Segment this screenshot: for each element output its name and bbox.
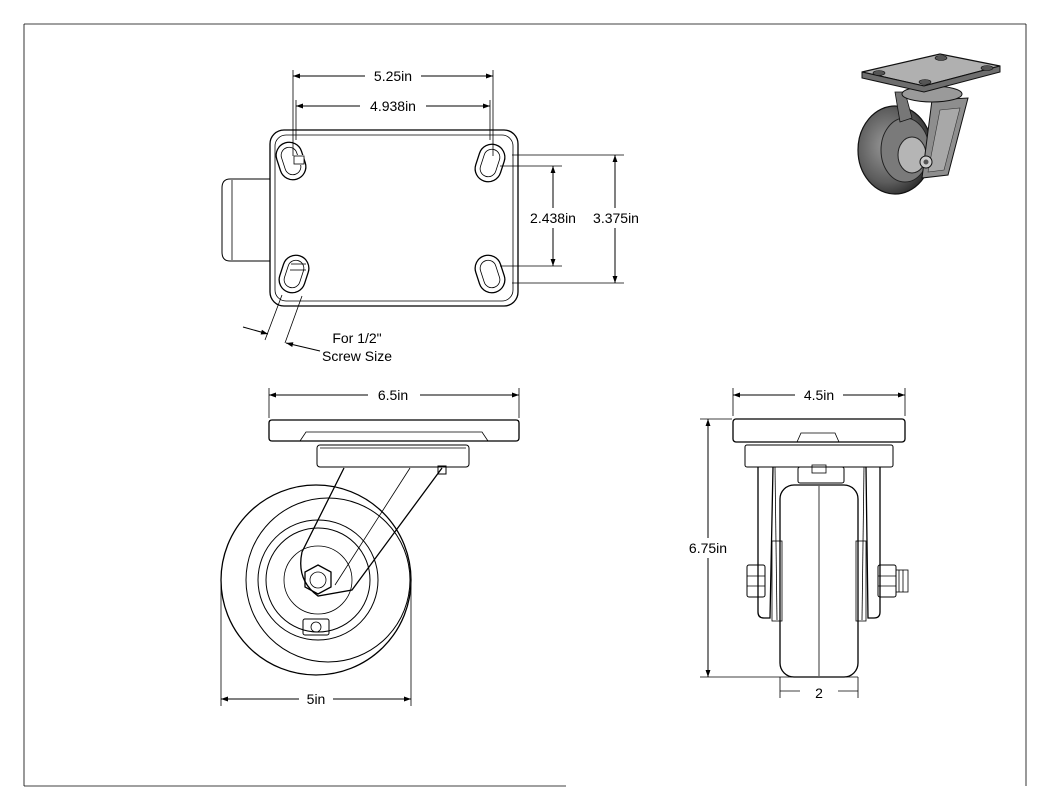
dim-wheel-diameter-label: 5in: [307, 691, 326, 707]
dimension-front-plate-width: 4.5in: [732, 386, 906, 416]
side-plate: [268, 419, 520, 442]
dim-wheel-width-label: 2: [815, 685, 823, 701]
bolt-slot-top-right: [474, 143, 506, 183]
bolt-slots: [275, 141, 506, 294]
side-view: 6.5in 5in: [220, 386, 520, 708]
axle-nut: [304, 564, 332, 595]
screw-size-callout: For 1/2" Screw Size: [242, 294, 392, 364]
dimension-wheel-width: 2: [779, 677, 859, 701]
dimension-wheel-diameter: 5in: [220, 580, 412, 708]
dim-bolt-vertical-label: 2.438in: [530, 210, 576, 226]
fork-legs: [757, 466, 881, 621]
swivel-raceway: [316, 444, 470, 468]
dimension-plate-height: 3.375in: [512, 154, 644, 284]
dimension-overall-height: 6.75in: [680, 418, 858, 678]
screw-note-line1: For 1/2": [332, 330, 381, 346]
dimension-bolt-inner: 4.938in: [295, 97, 491, 140]
front-wheel: [771, 484, 867, 678]
dim-bolt-outer-label: 5.25in: [374, 68, 412, 84]
dim-bolt-inner-label: 4.938in: [370, 98, 416, 114]
dimension-side-plate-width: 6.5in: [268, 386, 520, 418]
grease-fitting: [302, 618, 330, 636]
dim-side-plate-width-label: 6.5in: [378, 387, 408, 403]
wheel: [220, 484, 412, 676]
dim-plate-height-label: 3.375in: [593, 210, 639, 226]
isometric-view: [857, 53, 1001, 195]
fork-leg: [300, 467, 443, 597]
dimension-bolt-outer: 5.25in: [292, 67, 494, 156]
dimension-bolt-vertical: 2.438in: [500, 165, 579, 267]
mounting-plate: [269, 129, 519, 307]
front-view: 4.5in 6.75in 2: [680, 386, 909, 701]
front-plate: [732, 418, 906, 443]
dim-overall-height-label: 6.75in: [689, 540, 727, 556]
sheet-border: [23, 23, 1027, 787]
top-view: 5.25in 4.938in 2.438in 3.375in: [221, 67, 644, 364]
bolt-slot-bottom-left: [278, 254, 310, 294]
axle-nut-right: [877, 564, 897, 598]
bolt-slot-bottom-right: [474, 254, 506, 294]
swivel-housing: [221, 178, 270, 262]
axle-nut-left: [746, 564, 766, 598]
dim-front-plate-width-label: 4.5in: [804, 387, 834, 403]
screw-note-line2: Screw Size: [322, 348, 392, 364]
